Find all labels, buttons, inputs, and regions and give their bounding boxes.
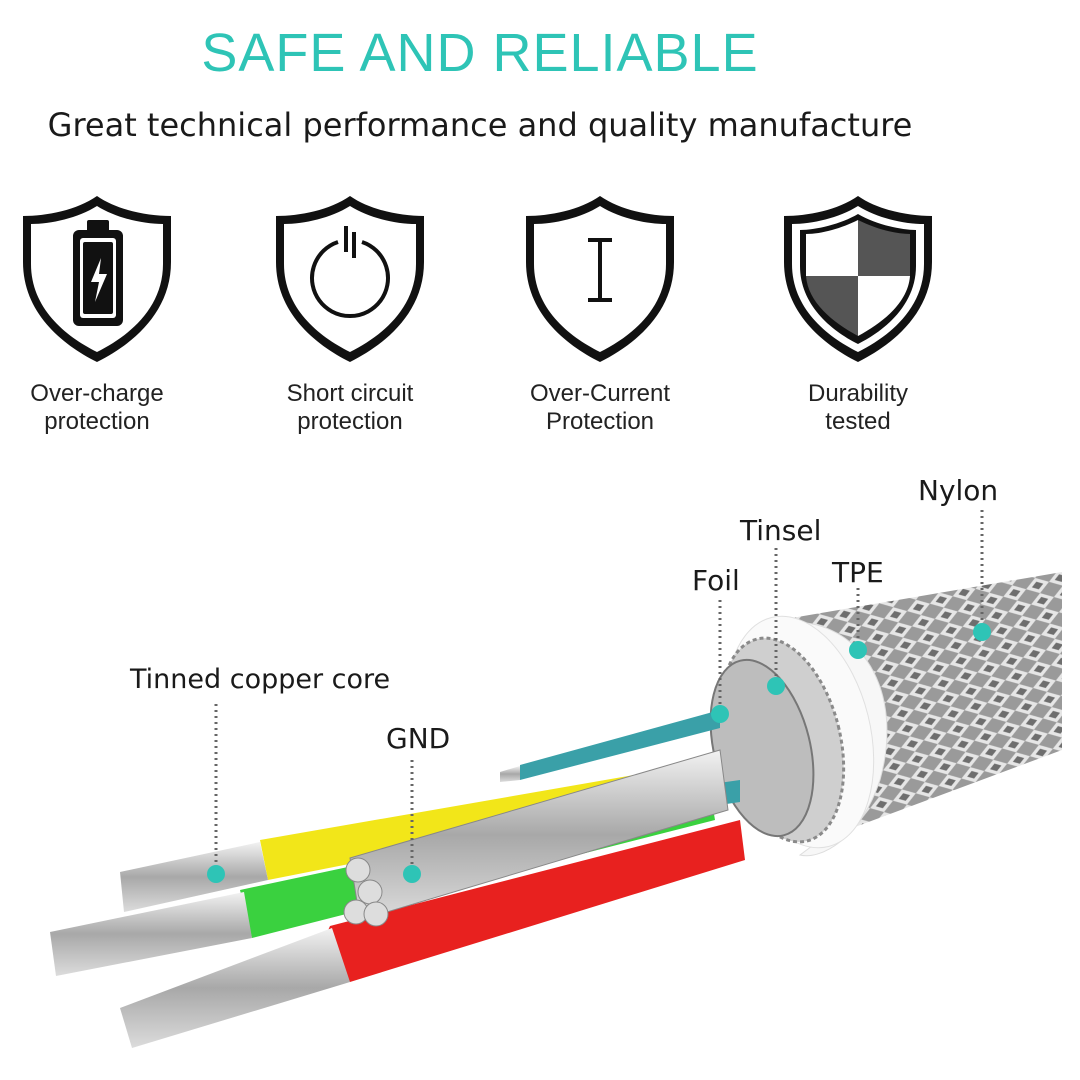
page-title: SAFE AND RELIABLE bbox=[201, 23, 759, 83]
foil-marker bbox=[711, 705, 729, 723]
feature-durability: Durability tested bbox=[748, 190, 968, 436]
current-shield-icon bbox=[526, 196, 674, 362]
foil-label: Foil bbox=[692, 564, 740, 597]
tinsel-marker bbox=[767, 677, 785, 695]
feature-overcharge: Over-charge protection bbox=[0, 190, 207, 436]
feature-label-line1: Durability bbox=[807, 380, 909, 407]
tpe-label: TPE bbox=[832, 556, 884, 589]
gnd-label: GND bbox=[386, 722, 451, 755]
nylon-label: Nylon bbox=[918, 474, 999, 507]
feature-label-line1: Over-charge bbox=[30, 380, 164, 407]
nylon-marker bbox=[973, 623, 991, 641]
feature-label-line1: Short circuit bbox=[286, 380, 414, 407]
battery-shield-icon bbox=[23, 196, 171, 362]
gnd-marker bbox=[403, 865, 421, 883]
page-subtitle: Great technical performance and quality … bbox=[47, 106, 913, 144]
tinsel-label: Tinsel bbox=[740, 514, 822, 547]
core-label: Tinned copper core bbox=[130, 664, 391, 695]
checkered-shield-icon bbox=[784, 196, 932, 362]
feature-label-line2: tested bbox=[825, 408, 891, 435]
power-shield-icon bbox=[276, 196, 424, 362]
feature-short-circuit: Short circuit protection bbox=[240, 190, 460, 436]
feature-label-line1: Over-Current bbox=[529, 380, 671, 407]
feature-label-line2: Protection bbox=[545, 408, 655, 435]
feature-over-current: Over-Current Protection bbox=[490, 190, 710, 436]
core-marker bbox=[207, 865, 225, 883]
feature-label-line2: protection bbox=[297, 408, 403, 435]
feature-label-line2: protection bbox=[44, 408, 150, 435]
cable-cross-section-illustration bbox=[50, 510, 1062, 1048]
tpe-marker bbox=[849, 641, 867, 659]
